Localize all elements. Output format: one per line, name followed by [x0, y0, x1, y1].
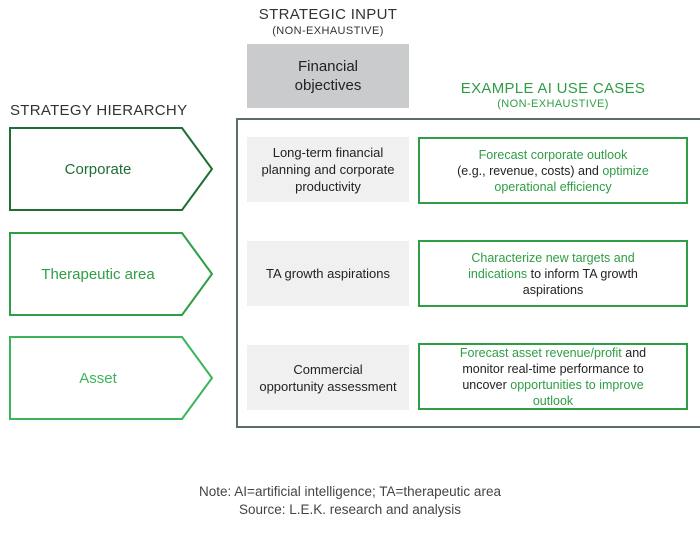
use-case-asset-text-2: monitor real-time performance to [462, 361, 644, 376]
use-case-asset-highlight-1: Forecast asset revenue/profit [459, 345, 622, 360]
footer-source: Source: L.E.K. research and analysis [238, 502, 462, 517]
hierarchy-level-therapeutic-area: Therapeutic area [41, 265, 155, 283]
chevron-therapeutic-area [9, 232, 214, 316]
footer-note: Note: AI=artificial intelligence; TA=the… [199, 484, 501, 499]
strategic-input-subtitle: (NON-EXHAUSTIVE) [272, 25, 384, 37]
use-case-ta-highlight-2: indications [468, 266, 528, 281]
use-case-corporate: Forecast corporate outlook (e.g., revenu… [418, 137, 688, 204]
use-case-corporate-text-1: (e.g., revenue, costs) and [457, 163, 603, 178]
objective-ta-line-1: TA growth aspirations [265, 266, 391, 281]
hierarchy-level-asset: Asset [79, 369, 117, 387]
objective-corporate: Long-term financial planning and corpora… [247, 137, 409, 202]
chevron-corporate [9, 127, 214, 211]
objective-asset-line-2: opportunity assessment [259, 378, 397, 394]
objective-asset-line-1: Commercial [293, 361, 363, 377]
hierarchy-chevrons [9, 127, 214, 420]
use-case-asset-highlight-2: opportunities to improve [510, 377, 644, 392]
objective-corporate-line-1: Long-term financial [272, 145, 384, 160]
strategic-input-title: STRATEGIC INPUT [258, 6, 398, 23]
main-panel [236, 118, 700, 428]
use-cases-title: EXAMPLE AI USE CASES [460, 80, 646, 97]
hierarchy-level-corporate: Corporate [64, 160, 132, 178]
objective-asset: Commercial opportunity assessment [247, 345, 409, 410]
use-cases-subtitle: (NON-EXHAUSTIVE) [497, 98, 609, 110]
chevron-asset [9, 336, 214, 420]
financial-objectives-box: Financial objectives [247, 44, 409, 108]
objective-therapeutic-area: TA growth aspirations [247, 241, 409, 306]
use-case-ta-text-2: aspirations [522, 282, 584, 297]
use-case-corporate-highlight-1: Forecast corporate outlook [478, 147, 628, 162]
use-case-asset-text-1: and [621, 345, 647, 360]
use-case-ta-highlight-1: Characterize new targets and [471, 250, 635, 265]
use-case-corporate-highlight-3: operational efficiency [494, 179, 612, 194]
use-case-therapeutic-area: Characterize new targets and indications… [418, 240, 688, 307]
use-case-ta-text-1: to inform TA growth [527, 266, 638, 281]
strategy-hierarchy-title: STRATEGY HIERARCHY [10, 102, 188, 119]
financial-objectives-line-1: Financial [297, 58, 359, 75]
objective-corporate-line-3: productivity [295, 179, 361, 194]
use-case-asset-highlight-3: outlook [532, 393, 574, 408]
objective-corporate-line-2: planning and corporate [261, 162, 395, 177]
use-case-corporate-highlight-2: optimize [602, 163, 649, 178]
financial-objectives-line-2: objectives [294, 77, 362, 94]
use-case-asset: Forecast asset revenue/profit and monito… [418, 343, 688, 410]
use-case-asset-text-3: uncover [462, 377, 511, 392]
